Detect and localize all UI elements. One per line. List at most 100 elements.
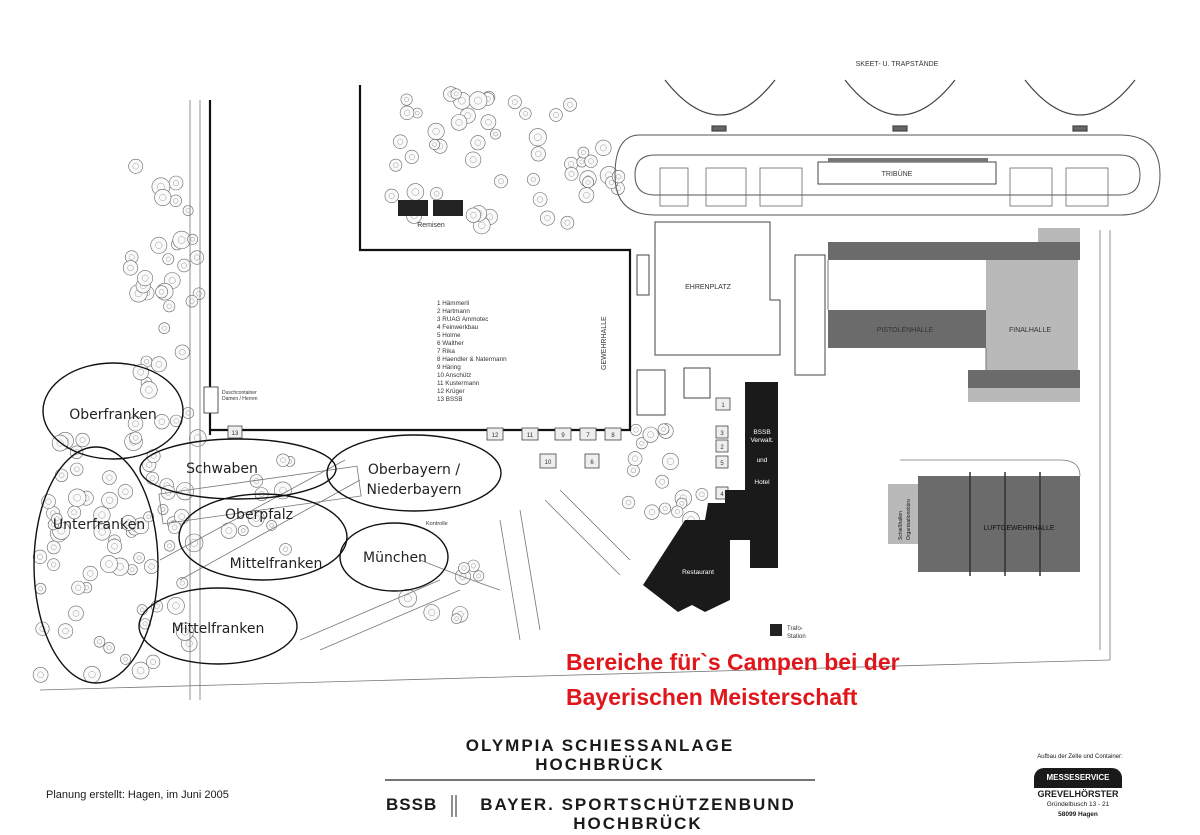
tree-icon: [150, 356, 167, 373]
booth-row: [227, 397, 731, 500]
tree-icon: [539, 210, 555, 226]
zone-muenchen: [339, 522, 449, 592]
finalhalle: [986, 260, 1078, 388]
tree-icon: [549, 108, 563, 122]
svg-text:Organisationsbüro: Organisationsbüro: [906, 499, 912, 540]
pistolenhalle-label: PISTOLENHALLE: [877, 327, 934, 334]
svg-text:Mittelfranken: Mittelfranken: [172, 621, 265, 637]
tree-icon: [140, 381, 158, 399]
tree-icon: [528, 128, 547, 147]
tree-icon: [189, 429, 207, 447]
tree-icon: [398, 588, 417, 608]
tree-icon: [131, 661, 150, 680]
tree-icon: [168, 175, 184, 191]
vendor-2: 2 Hartmann: [437, 308, 470, 315]
plan-title-line2: HOCHBRÜCK: [535, 755, 665, 774]
tree-icon: [57, 623, 74, 639]
tree-icon: [144, 559, 159, 574]
vendor-13: 13 BSSB: [437, 396, 463, 403]
svg-text:7: 7: [586, 433, 590, 439]
trafo-station: [770, 624, 782, 636]
tree-icon: [451, 613, 462, 625]
ring-road: [614, 134, 1161, 216]
svg-text:11: 11: [527, 433, 534, 439]
ehrenplatz-label: EHRENPLATZ: [685, 284, 731, 291]
tree-icon: [430, 187, 444, 201]
tree-icon: [68, 605, 84, 622]
tree-icon: [146, 654, 161, 670]
tree-icon: [54, 468, 69, 482]
tree-icon: [169, 194, 182, 208]
org-line2: HOCHBRÜCK: [573, 814, 703, 833]
tree-icon: [655, 474, 670, 489]
duschcontainer: [203, 386, 219, 414]
tree-icon: [154, 414, 170, 430]
tree-icon: [578, 187, 595, 203]
ehrenplatz: [636, 221, 826, 416]
tree-icon: [480, 114, 497, 130]
vendor-1: 1 Hämmerli: [437, 300, 469, 307]
vendor-9: 9 Häring: [437, 364, 461, 371]
tree-icon: [220, 522, 237, 539]
tree-icon: [83, 665, 101, 684]
tree-icon: [102, 470, 117, 485]
tree-icon: [530, 146, 546, 162]
tree-icon: [167, 596, 185, 615]
remise-1: [398, 200, 428, 216]
svg-text:BSSB: BSSB: [753, 429, 770, 436]
tree-icon: [157, 504, 169, 515]
bssb-hotel-restaurant: [643, 382, 778, 612]
tree-icon: [71, 580, 86, 595]
luftgewehrhalle-label: LUFTGEWEHRHALLE: [983, 525, 1055, 532]
pistolenhalle: [828, 310, 986, 348]
tree-icon: [642, 426, 659, 443]
svg-text:Schießhallen: Schießhallen: [898, 511, 904, 540]
tree-icon: [185, 295, 199, 308]
plan-title-line1: OLYMPIA SCHIESSANLAGE: [465, 736, 735, 755]
tree-icon: [175, 622, 194, 641]
tree-icon: [450, 114, 468, 131]
svg-text:8: 8: [611, 433, 615, 439]
tree-icon: [644, 504, 660, 520]
svg-text:13: 13: [232, 431, 239, 437]
vendor-3: 3 RUAG Ammotec: [437, 316, 488, 323]
tree-icon: [429, 139, 440, 150]
svg-text:1: 1: [721, 403, 725, 409]
tree-icon: [182, 407, 195, 419]
tree-icon: [404, 149, 419, 164]
access-roads: [158, 459, 631, 651]
tree-icon: [621, 495, 636, 510]
camping-note-line1: Bereiche für`s Campen bei der: [566, 649, 900, 675]
tree-icon: [93, 506, 111, 524]
company-city: 58099 Hagen: [1058, 811, 1098, 818]
tree-icon: [120, 514, 137, 531]
svg-text:Oberpfalz: Oberpfalz: [225, 507, 293, 523]
vendor-7: 7 Rika: [437, 348, 455, 355]
svg-text:Trafo-: Trafo-: [787, 626, 803, 632]
tree-icon: [584, 154, 598, 168]
builder-caption: Aufbau der Zelte und Container:: [1037, 754, 1123, 760]
tree-icon: [399, 105, 415, 121]
tree-icon: [490, 128, 501, 140]
tree-icon: [155, 285, 168, 299]
finalhalle-label: FINALHALLE: [1009, 327, 1051, 334]
vendor-6: 6 Walther: [437, 340, 464, 347]
tree-icon: [35, 621, 50, 636]
tree-icon: [189, 250, 204, 265]
tree-icon: [100, 555, 118, 573]
tree-icon: [47, 558, 60, 572]
tree-icon: [661, 452, 679, 470]
tree-icon: [427, 122, 445, 140]
tree-icon: [627, 451, 643, 466]
tree-icon: [146, 471, 160, 485]
company-logo: MESSESERVICE: [1034, 768, 1122, 788]
tree-icon: [507, 95, 522, 109]
svg-text:Station: Station: [787, 634, 806, 640]
tree-icon: [163, 300, 176, 313]
tree-icon: [101, 491, 119, 509]
tree-icon: [162, 253, 175, 265]
zone-labels: Oberfranken Schwaben Oberbayern / Nieder…: [53, 407, 462, 637]
svg-text:Mittelfranken: Mittelfranken: [230, 556, 323, 572]
tree-icon: [470, 135, 486, 151]
